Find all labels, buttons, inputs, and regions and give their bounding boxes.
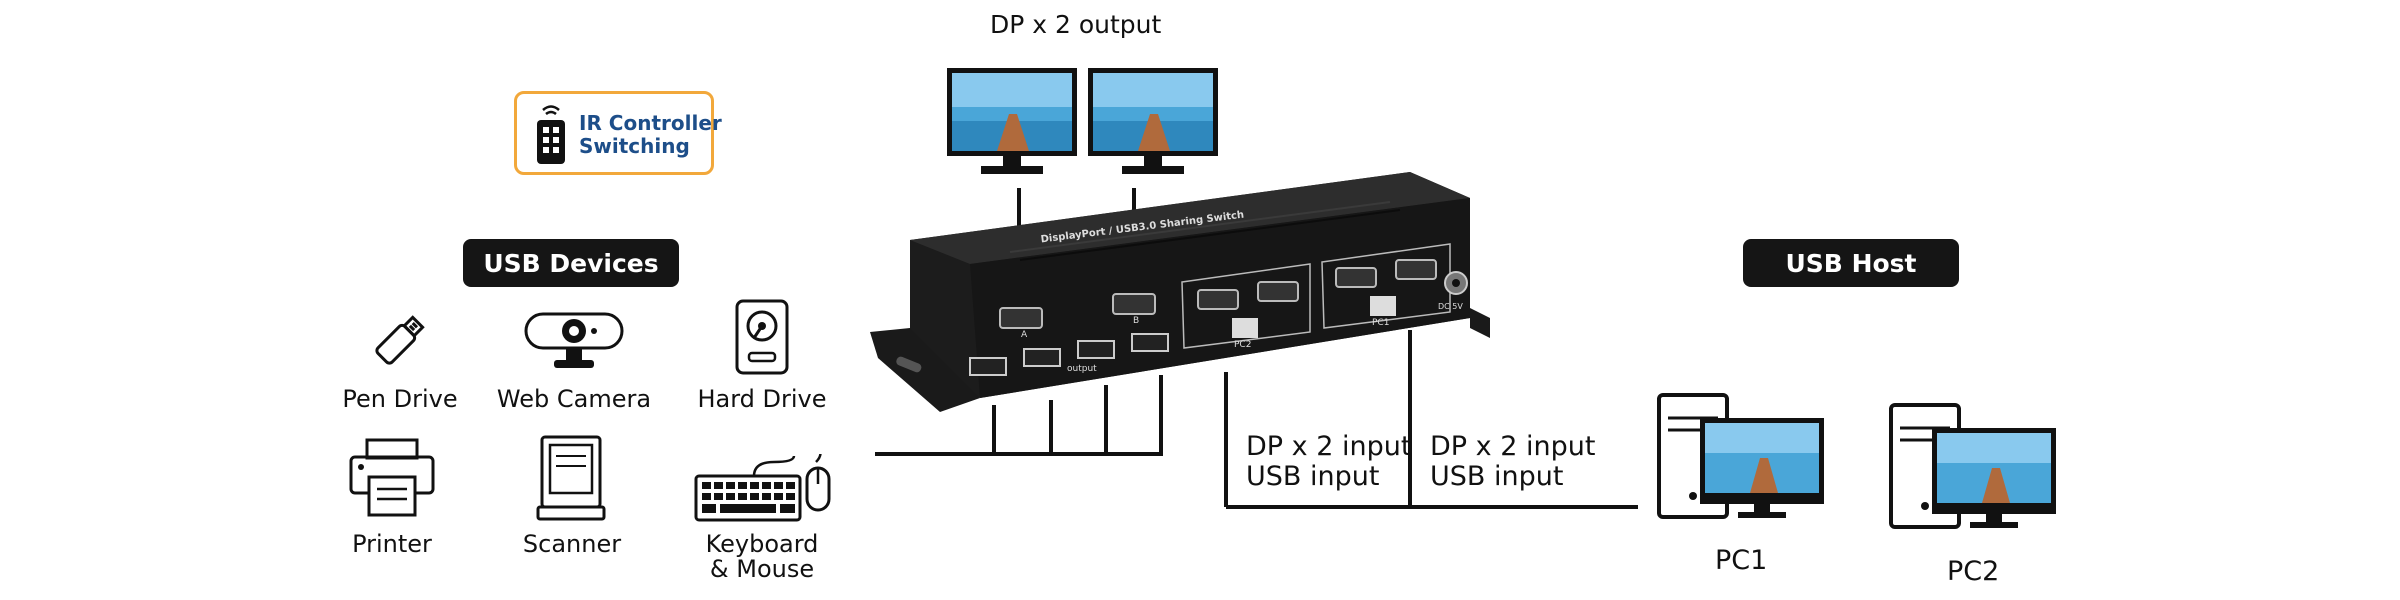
input-usb-label: USB input [1430, 461, 1564, 492]
input-usb-label: USB input [1246, 461, 1380, 492]
usb-devices-header: USB Devices [463, 239, 679, 287]
input-label-pc1: DP x 2 input USB input [1430, 432, 1595, 492]
input-dp-label: DP x 2 input [1246, 431, 1412, 462]
port-label-a: A [1021, 330, 1028, 340]
host-label-pc2: PC2 [1947, 556, 2000, 587]
monitor-b-icon [1088, 68, 1218, 174]
printer-icon [349, 438, 435, 517]
device-label: Hard Drive [697, 385, 827, 413]
keyboard-mouse-icon [694, 454, 831, 522]
port-label-output: output [1067, 364, 1097, 374]
webcam-icon [524, 312, 624, 368]
port-label-pc2: PC2 [1234, 340, 1252, 350]
kvm-switch [870, 172, 1490, 412]
remote-control-icon [537, 105, 565, 164]
scanner-icon [536, 435, 606, 521]
dp-output-label: DP x 2 output [990, 10, 1162, 39]
usb-host-header: USB Host [1743, 239, 1959, 287]
input-label-pc2: DP x 2 input USB input [1246, 432, 1411, 492]
device-label: Scanner [522, 530, 622, 558]
port-label-b: B [1133, 316, 1140, 326]
monitor-a-icon [947, 68, 1077, 174]
device-label: Keyboard & Mouse [705, 530, 819, 583]
device-label: Web Camera [496, 385, 652, 413]
ir-controller-label: IR Controller Switching [579, 111, 722, 158]
device-label: Pen Drive [342, 385, 458, 413]
desktop-pc-icon [1657, 393, 1824, 519]
usb-drive-icon [375, 315, 425, 365]
port-label-dc: DC 5V [1438, 302, 1463, 311]
device-label: Printer [352, 530, 432, 558]
input-dp-label: DP x 2 input [1430, 431, 1596, 462]
port-label-pc1: PC1 [1372, 318, 1390, 328]
desktop-pc-icon [1889, 403, 2056, 529]
hard-drive-icon [735, 299, 789, 375]
ir-controller-badge: IR Controller Switching [514, 91, 722, 175]
host-label-pc1: PC1 [1715, 545, 1768, 576]
